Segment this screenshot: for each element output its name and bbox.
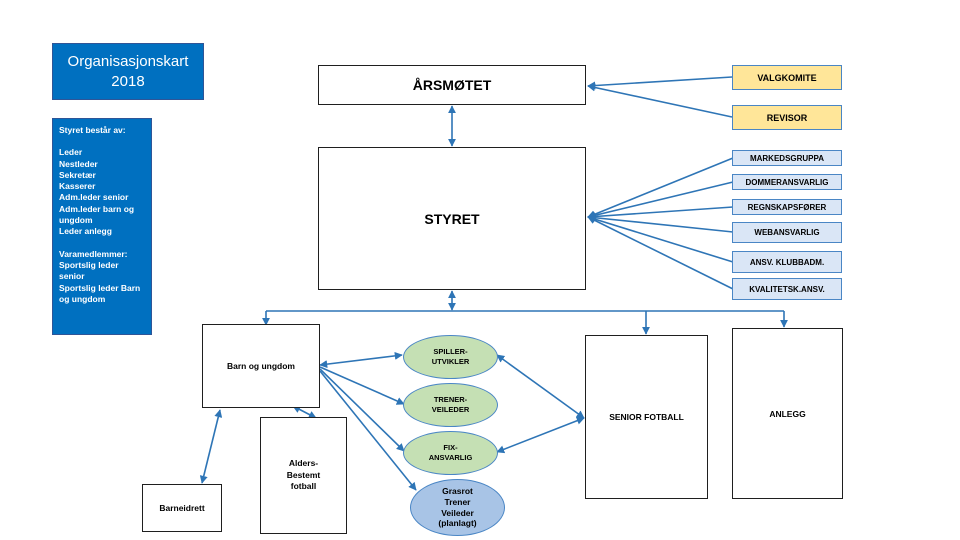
link-regnskap-styret <box>587 206 734 221</box>
node-barn-og-ungdom: Barn og ungdom <box>202 324 320 408</box>
node-arsmotet: ÅRSMØTET <box>318 65 586 105</box>
board-member: Adm.leder senior <box>59 192 129 203</box>
node-webansvarlig: WEBANSVARLIG <box>732 222 842 243</box>
node-fixansvarlig: FIX- ANSVARLIG <box>403 431 498 475</box>
link-bu-aldersbestemt <box>292 405 317 419</box>
node-styret: STYRET <box>318 147 586 290</box>
node-trenerveileder: TRENER- VEILEDER <box>403 383 498 427</box>
board-composition-heading: Styret består av: <box>59 125 126 135</box>
node-regnskapsforer: REGNSKAPSFØRER <box>732 199 842 215</box>
board-member: Nestleder <box>59 158 98 169</box>
link-revisor-arsmotet <box>587 83 733 118</box>
link-markedsgruppa-styret <box>587 157 734 218</box>
node-grasrot: Grasrot Trener Veileder (planlagt) <box>410 479 505 536</box>
board-member: Sekretær <box>59 169 96 180</box>
link-bu-grasrot <box>319 370 417 491</box>
link-bu-fix <box>319 368 405 452</box>
node-dommeransvarlig: DOMMERANSVARLIG <box>732 174 842 190</box>
deputy-member: Sportslig leder Barn og ungdom <box>59 282 141 304</box>
link-bu-barneidrett <box>199 409 223 484</box>
link-spiller-senior <box>496 354 585 419</box>
node-ansv-klubbadm: ANSV. KLUBBADM. <box>732 251 842 273</box>
link-web-styret <box>587 213 734 233</box>
link-fix-senior <box>496 416 585 454</box>
node-valgkomite: VALGKOMITE <box>732 65 842 90</box>
link-dommer-styret <box>587 181 734 220</box>
link-bu-trener <box>319 366 405 405</box>
chart-title: Organisasjonskart 2018 <box>52 43 204 100</box>
board-member: Kasserer <box>59 181 96 192</box>
node-aldersbestemt: Alders- Bestemt fotball <box>260 417 347 534</box>
link-bu-spiller <box>319 351 403 369</box>
node-markedsgruppa: MARKEDSGRUPPA <box>732 150 842 166</box>
node-spillerutvikler: SPILLER- UTVIKLER <box>403 335 498 379</box>
board-member: Leder anlegg <box>59 226 112 237</box>
board-composition-panel: Styret består av: Leder Nestleder Sekret… <box>52 118 152 335</box>
link-klubbadm-styret <box>587 215 734 263</box>
deputies-heading: Varamedlemmer: <box>59 248 128 259</box>
node-anlegg: ANLEGG <box>732 328 843 499</box>
link-kvalitet-styret <box>587 216 734 290</box>
node-senior-fotball: SENIOR FOTBALL <box>585 335 708 499</box>
node-kvalitetsk-ansv: KVALITETSK.ANSV. <box>732 278 842 300</box>
deputy-member: Sportslig leder senior <box>59 259 119 282</box>
node-revisor: REVISOR <box>732 105 842 130</box>
node-barneidrett: Barneidrett <box>142 484 222 532</box>
link-valgkomite-arsmotet <box>587 76 733 90</box>
board-member: Adm.leder barn og ungdom <box>59 203 135 226</box>
board-member: Leder <box>59 147 83 158</box>
